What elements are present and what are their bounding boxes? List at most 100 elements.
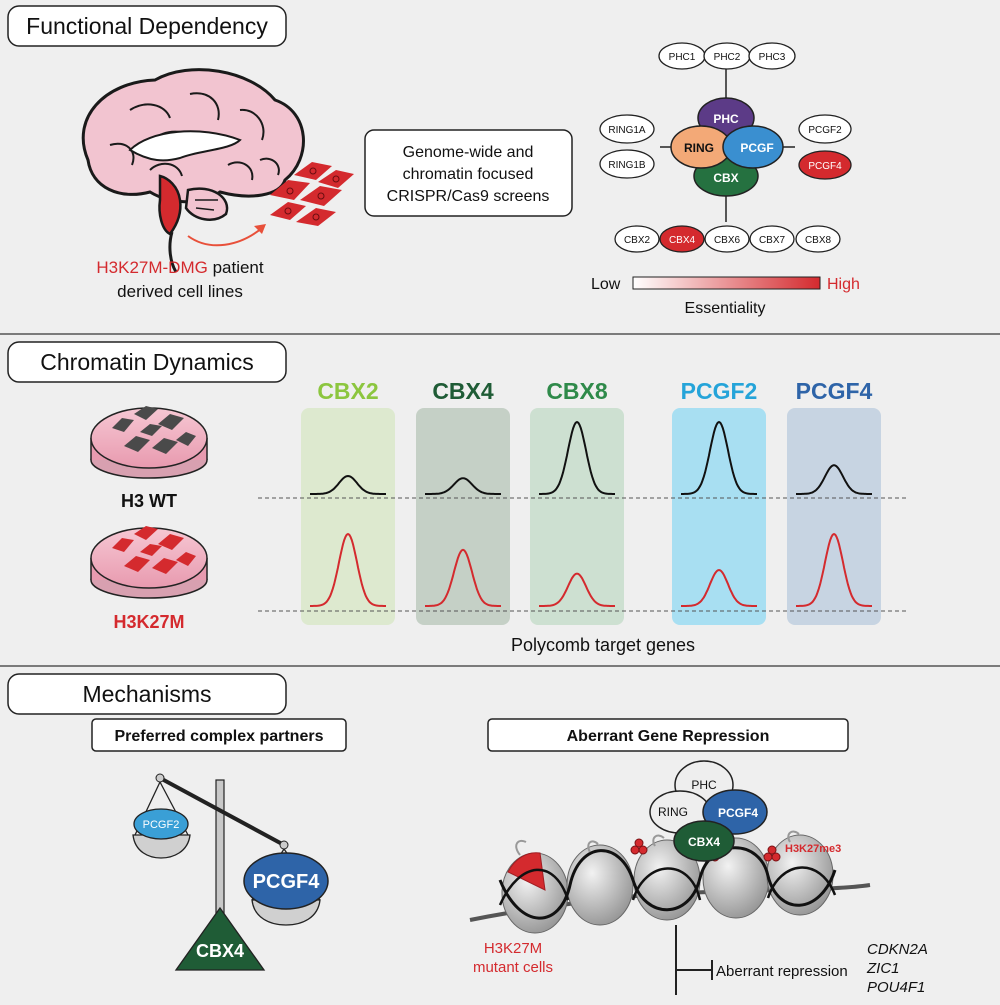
screen-line-3: CRISPR/Cas9 screens [387,188,550,205]
panel-cbx4: CBX4 [416,378,510,625]
bound-complex [649,760,768,862]
paralog-phc3: PHC3 [759,52,786,63]
scale-right-label: PCGF4 [253,871,321,893]
paralog-phc1: PHC1 [669,52,696,63]
paralog-cbx6: CBX6 [714,235,741,246]
dish-wt-icon [90,406,208,479]
essentiality-high: High [827,276,860,293]
screen-box [364,129,573,217]
panel-bg-cbx4 [416,408,510,625]
bound-phc-label: PHC [691,778,717,792]
paralog-ring1a: RING1A [608,125,646,136]
paralog-cbx4: CBX4 [669,235,696,246]
paralogs-cbx: CBX2 CBX4 CBX6 CBX7 CBX8 [614,225,841,253]
peak-mut-pcgf2 [681,568,757,607]
partners-title: Preferred complex partners [115,728,324,745]
section-title-box-2 [7,341,287,383]
peak-wt-pcgf2 [681,420,757,495]
screen-line-1: Genome-wide and [403,144,534,161]
cell-line-label-2: derived cell lines [117,282,243,301]
essentiality-legend: Low High Essentiality [591,276,860,317]
peak-mut-cbx4 [425,548,501,607]
brain-icon [81,68,305,273]
paralog-pcgf4: PCGF4 [808,161,842,172]
paralog-pcgf2: PCGF2 [808,125,842,136]
peak-wt-cbx2 [310,474,386,495]
bound-ring-label: RING [658,805,688,819]
bound-cbx4-label: CBX4 [688,835,720,849]
paralog-cbx2: CBX2 [624,235,651,246]
peak-panels: CBX2 CBX4 CBX8 PCGF2 PCGF4 [301,378,881,625]
section-functional-dependency: Functional Dependency [7,5,860,317]
scale-base-label: CBX4 [196,941,244,961]
paralogs-pcgf: PCGF2 PCGF4 [798,114,852,180]
mutant-cells-line-1: H3K27M [484,940,542,957]
prc1-complex-diagram: PHC1 PHC2 PHC3 RING1A RING1B PCGF2 PCGF4 [599,42,852,253]
paralogs-ring: RING1A RING1B [599,114,655,179]
dish-mutant-icon [90,526,208,599]
mutant-label: H3K27M [113,612,184,632]
core-cbx-label: CBX [713,171,738,185]
arrow-head [254,224,266,234]
gene-zic1: ZIC1 [866,960,900,977]
panel-pcgf4: PCGF4 [787,378,881,625]
scale-left-label: PCGF2 [143,819,180,831]
gene-cdkn2a: CDKN2A [867,941,928,958]
panel-title-pcgf2: PCGF2 [681,378,758,404]
panel-bg-pcgf2 [672,408,766,625]
patient-cells-icon [270,162,354,226]
chromatin-fiber-icon [469,830,871,934]
panel-cbx2: CBX2 [301,378,395,625]
mark-label: H3K27me3 [785,843,841,855]
peak-wt-cbx4 [425,477,501,495]
section-mechanisms: Mechanisms Preferred complex partners PC… [7,673,928,996]
core-pcgf-label: PCGF [740,141,773,155]
peak-mut-pcgf4 [796,532,872,607]
scale-left-pcgf2 [133,808,189,840]
peak-mut-cbx2 [310,532,386,607]
essentiality-low: Low [591,276,621,293]
panel-bg-cbx2 [301,408,395,625]
core-phc-label: PHC [713,112,739,126]
panel-pcgf2: PCGF2 [672,378,766,625]
paralog-ring1b: RING1B [608,160,646,171]
peak-wt-cbx8 [539,420,615,495]
mutant-cells-line-2: mutant cells [473,959,553,976]
repression-title-box [487,718,849,752]
core-pcgf [722,125,784,169]
paralogs-phc: PHC1 PHC2 PHC3 [658,42,796,70]
scale-right-pcgf4 [243,852,329,910]
panel-title-cbx8: CBX8 [546,378,608,404]
repression-label: Aberrant repression [716,963,848,980]
panel-title-pcgf4: PCGF4 [796,378,873,404]
paralog-phc2: PHC2 [714,52,741,63]
section-title-chromatin: Chromatin Dynamics [40,349,253,375]
cell-line-label-1: H3K27M-DMG patient [96,258,264,277]
panel-bg-pcgf4 [787,408,881,625]
panel-title-cbx2: CBX2 [317,378,378,404]
peak-mut-cbx8 [539,572,615,607]
paralog-cbx7: CBX7 [759,235,786,246]
section-chromatin-dynamics: Chromatin Dynamics H3 WT [7,341,908,655]
polycomb-target-genes-label: Polycomb target genes [511,635,695,655]
arrow-to-cells [187,227,263,247]
section-title-box-3 [7,673,287,715]
section-title-box [7,5,287,47]
peak-wt-pcgf4 [796,464,872,495]
screen-line-2: chromatin focused [403,166,534,183]
repression-arrow [675,935,712,971]
bound-pcgf4-label: PCGF4 [718,806,758,820]
wt-label: H3 WT [121,491,177,511]
essentiality-gradient-bar [632,276,821,290]
partners-title-box [91,718,347,752]
panel-cbx8: CBX8 [530,378,624,625]
essentiality-label: Essentiality [685,300,766,317]
paralog-cbx8: CBX8 [805,235,832,246]
panel-title-cbx4: CBX4 [432,378,494,404]
section-title-mechanisms: Mechanisms [82,681,211,707]
section-title-functional: Functional Dependency [26,13,268,39]
repression-title: Aberrant Gene Repression [567,728,770,745]
panel-bg-cbx8 [530,408,624,625]
core-ring-label: RING [684,141,714,155]
